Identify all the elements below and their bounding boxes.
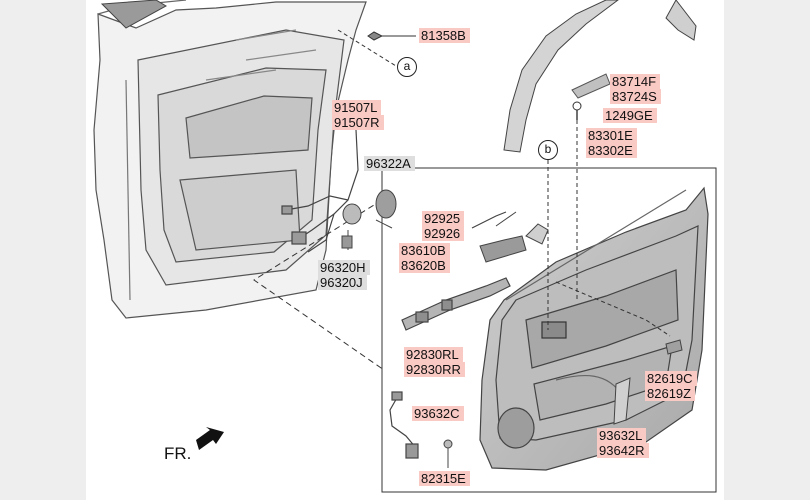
clip: [443, 439, 453, 468]
part-label-92925: 92925: [422, 211, 465, 226]
trim-panel-frame: [381, 167, 717, 493]
door-speaker: [341, 203, 362, 250]
part-label-93642R: 93642R: [597, 443, 649, 458]
part-label-93632L: 93632L: [597, 428, 647, 443]
door-inner-panel: [93, 0, 367, 319]
part-label-82619C: 82619C: [645, 371, 697, 386]
grommet: [367, 31, 384, 41]
callout-b: b: [538, 140, 558, 160]
callout-a-leader: [337, 29, 397, 67]
screw: [572, 101, 582, 120]
part-label-83714F: 83714F: [610, 74, 661, 89]
part-label-96322A: 96322A: [364, 156, 415, 171]
lamp: [471, 211, 507, 229]
part-label-1249GE: 1249GE: [603, 108, 657, 123]
delta-garnish: [571, 73, 611, 99]
frame-moulding: [503, 0, 697, 153]
part-label-83724S: 83724S: [610, 89, 661, 104]
switch-wiring-strip: [401, 277, 511, 331]
direction-label: FR.: [164, 444, 192, 463]
power-window-strip: [613, 377, 631, 425]
part-label-91507L: 91507L: [332, 100, 382, 115]
diagram-canvas: 81358B a 83714F 83724S 1249GE 91507L 915…: [86, 0, 724, 500]
left-margin: [0, 0, 86, 500]
part-label-81358B: 81358B: [419, 28, 470, 43]
exploded-view-drawing: [93, 0, 717, 493]
door-trim-panel: [479, 186, 709, 471]
callout-a: a: [397, 57, 417, 77]
power-cable: [389, 391, 419, 459]
front-direction-arrow: [196, 427, 224, 450]
part-label-83301E: 83301E: [586, 128, 637, 143]
part-label-83302E: 83302E: [586, 143, 637, 158]
part-label-92926: 92926: [422, 226, 465, 241]
part-label-83620B: 83620B: [399, 258, 450, 273]
wiring-harness: [281, 129, 359, 253]
speaker-switch: [375, 189, 397, 229]
part-label-82315E: 82315E: [419, 471, 470, 486]
pad: [665, 339, 683, 355]
part-label-93632C: 93632C: [412, 406, 464, 421]
part-label-96320J: 96320J: [318, 275, 367, 290]
part-label-82619Z: 82619Z: [645, 386, 696, 401]
part-label-91507R: 91507R: [332, 115, 384, 130]
dashed-leader: [253, 199, 385, 371]
window-channel-strip: [100, 0, 168, 29]
part-label-96320H: 96320H: [318, 260, 370, 275]
right-margin: [724, 0, 810, 500]
part-label-92830RR: 92830RR: [404, 362, 465, 377]
part-label-83610B: 83610B: [399, 243, 450, 258]
inside-handle: [479, 211, 549, 263]
part-label-92830RL: 92830RL: [404, 347, 463, 362]
